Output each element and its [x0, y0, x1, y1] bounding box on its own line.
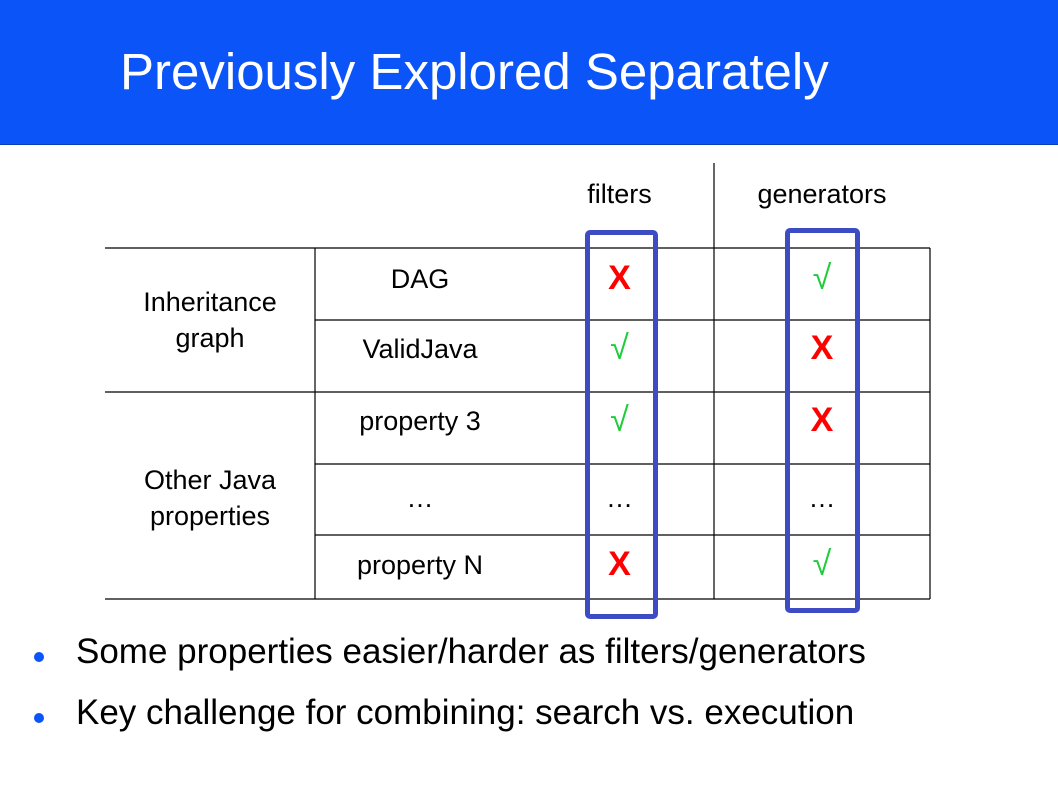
property-3-generators-x-mark: X [810, 401, 834, 440]
bullet-text: Key challenge for combining: search vs. … [76, 693, 855, 732]
row-label-validjava: ValidJava [362, 333, 478, 364]
validjava-filters-check-mark: √ [610, 329, 629, 368]
group-label-inheritance-graph: Inheritance graph [143, 286, 277, 353]
bullet-text: Some properties easier/harder as filters… [76, 632, 866, 671]
ellipsis-filters-cell: … [606, 482, 633, 513]
slide-title: Previously Explored Separately [120, 43, 829, 100]
row-label-dag: DAG [390, 263, 450, 294]
row-label-property-3: property 3 [359, 405, 481, 436]
column-header-generators: generators [757, 178, 887, 209]
ellipsis-generators-cell: … [808, 482, 836, 513]
row-label-property-n: property N [356, 549, 484, 580]
property-n-filters-x-mark: X [608, 545, 631, 584]
dag-filters-x-mark: X [608, 259, 631, 298]
property-n-generators-check-mark: √ [812, 545, 832, 584]
property-3-filters-check-mark: √ [610, 401, 629, 440]
generators-column-highlight [785, 228, 860, 613]
group-label-other-java-properties: Other Java properties [143, 464, 277, 531]
row-label-ellipsis: … [406, 482, 434, 513]
validjava-generators-x-mark: X [810, 329, 834, 368]
filters-column-highlight [585, 230, 658, 619]
dag-generators-check-mark: √ [812, 259, 832, 298]
title-bar: Previously Explored Separately [0, 0, 1058, 145]
bullet-dot [34, 652, 44, 662]
column-header-filters: filters [587, 178, 652, 209]
bullet-dot [34, 713, 44, 723]
